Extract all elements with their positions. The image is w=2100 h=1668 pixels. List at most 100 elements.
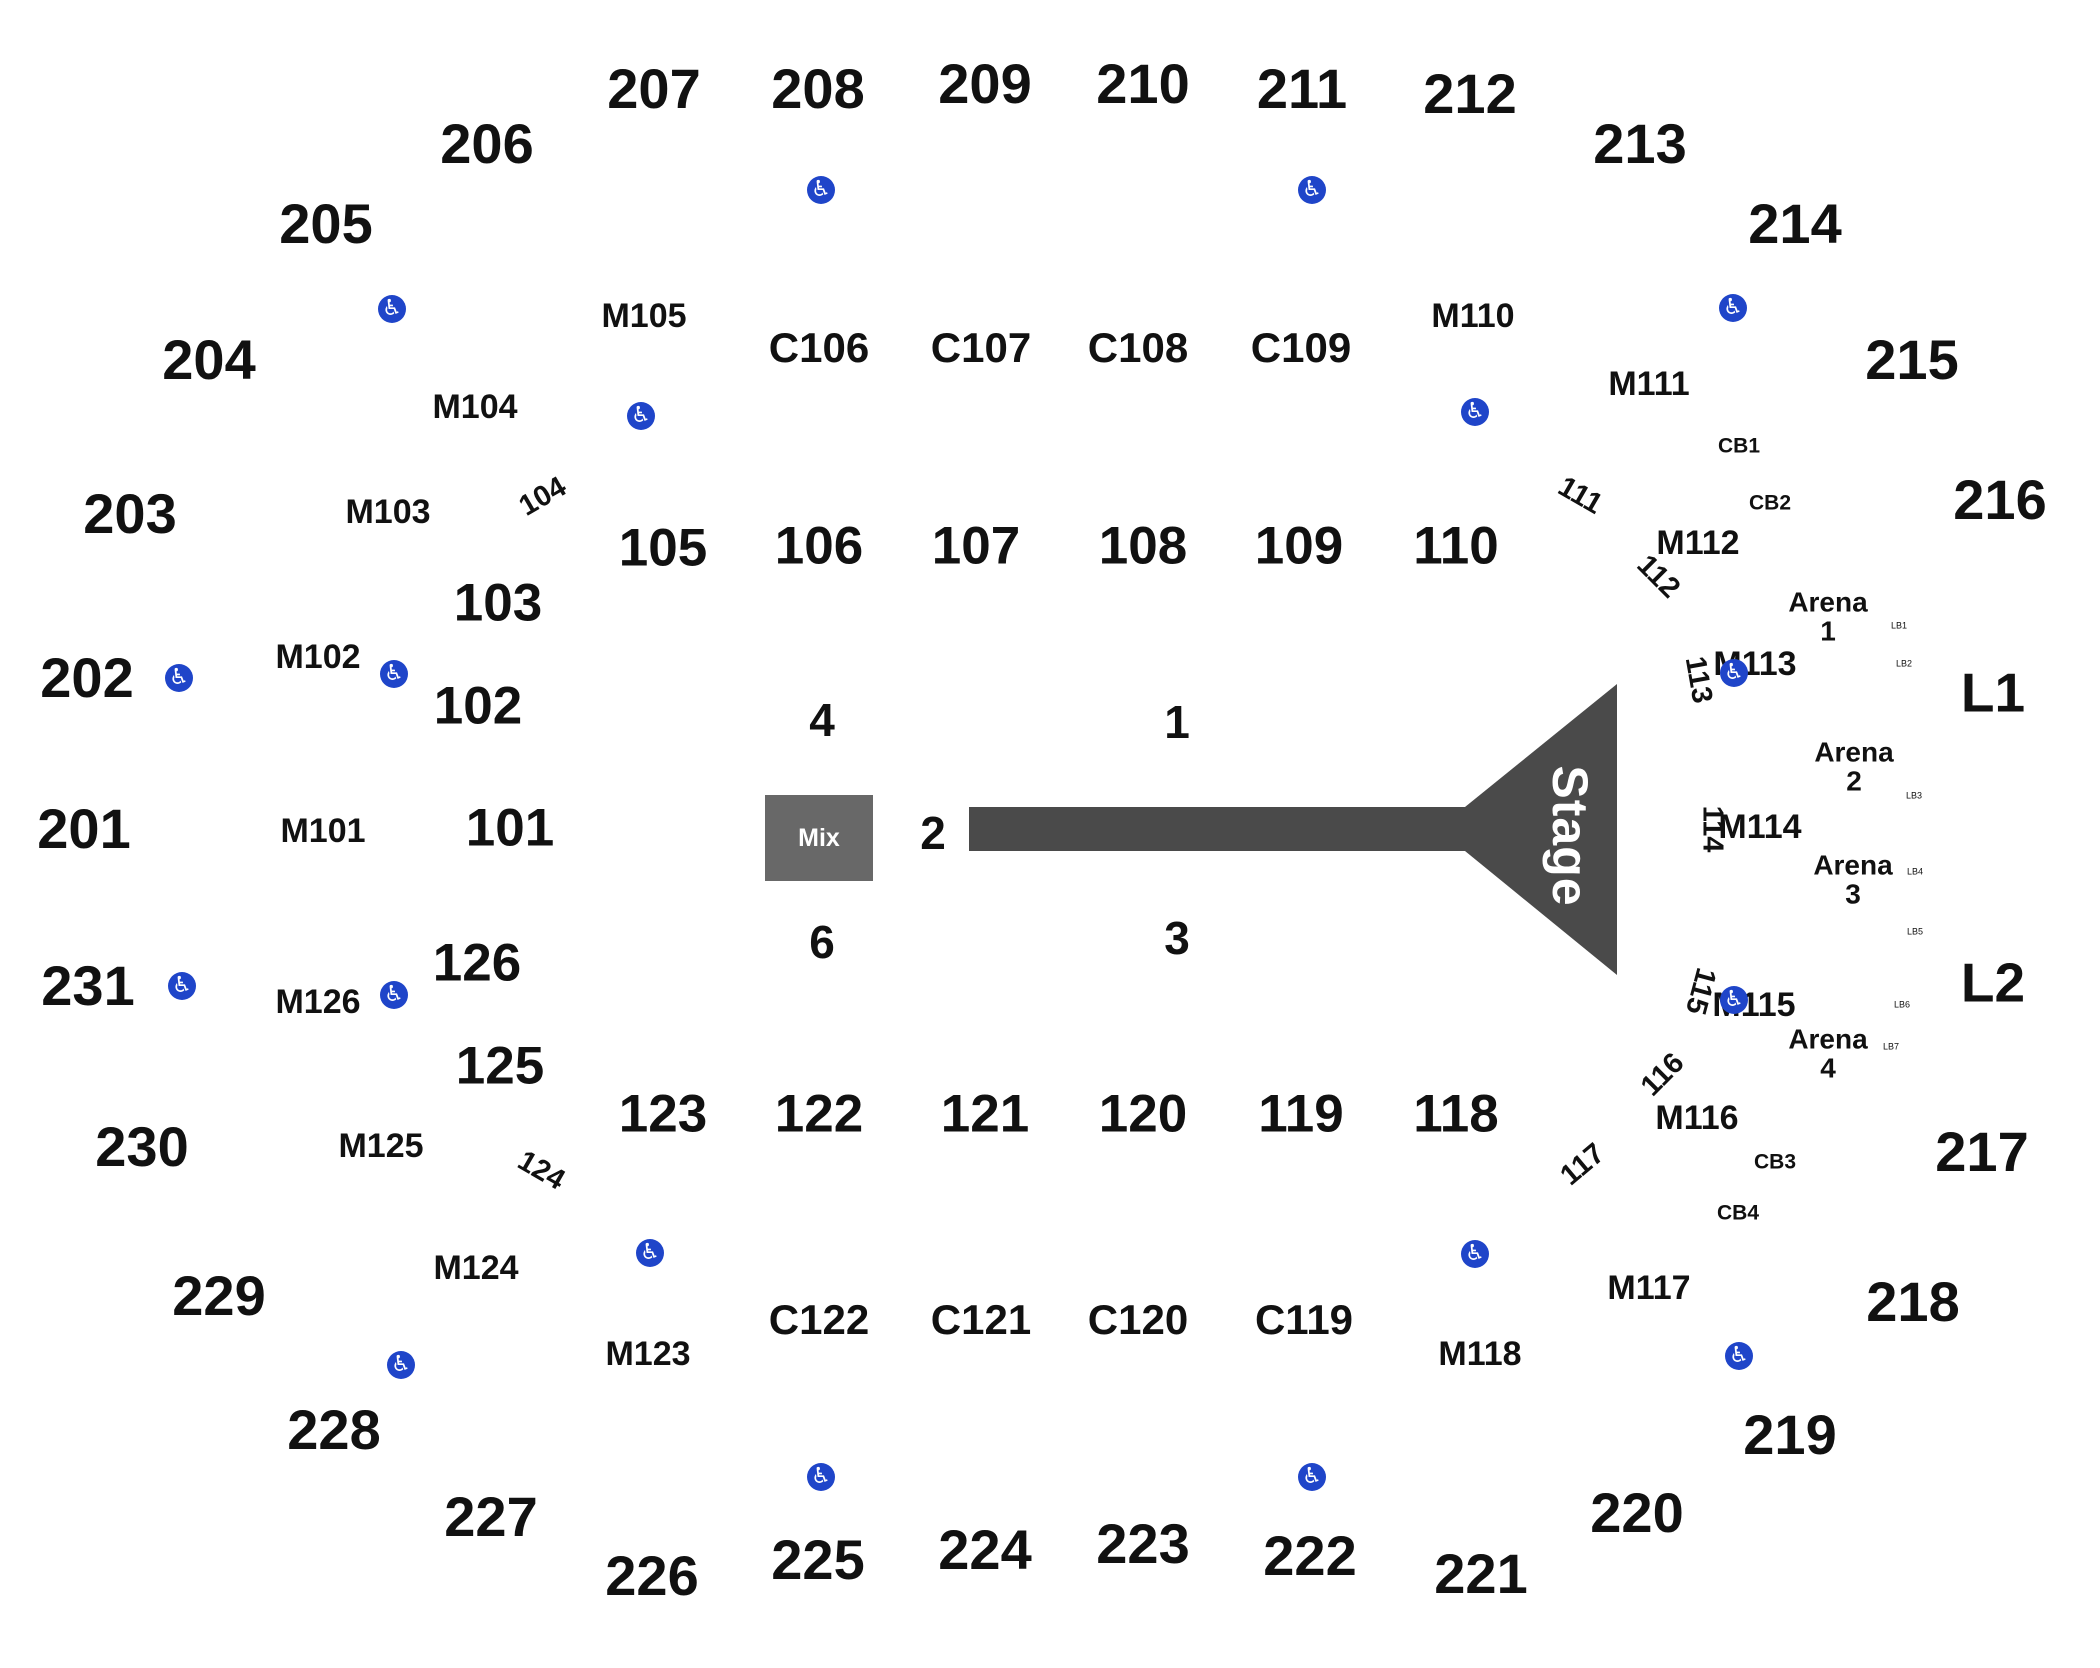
section-209[interactable]: 209 (938, 52, 1032, 115)
section-202[interactable]: 202 (40, 646, 134, 709)
section-arena-3[interactable]: Arena 3 (1813, 849, 1893, 910)
section-m126[interactable]: M126 (275, 983, 361, 1021)
section-cb4[interactable]: CB4 (1716, 1201, 1760, 1225)
section-224[interactable]: 224 (938, 1518, 1032, 1581)
section-cb3[interactable]: CB3 (1753, 1150, 1797, 1174)
section-208[interactable]: 208 (771, 57, 865, 120)
section-225[interactable]: 225 (771, 1528, 865, 1591)
section-103[interactable]: 103 (453, 573, 543, 633)
section-m105[interactable]: M105 (601, 297, 687, 335)
section-m102[interactable]: M102 (275, 638, 361, 676)
section-c120[interactable]: C120 (1087, 1296, 1189, 1343)
section-105[interactable]: 105 (618, 518, 708, 578)
section-211[interactable]: 211 (1256, 57, 1348, 120)
section-1[interactable]: 1 (1164, 696, 1190, 748)
section-c122[interactable]: C122 (768, 1296, 870, 1343)
section-120[interactable]: 120 (1098, 1084, 1188, 1144)
section-113[interactable]: 113 (1678, 654, 1719, 706)
section-102[interactable]: 102 (433, 676, 523, 736)
section-108[interactable]: 108 (1098, 516, 1188, 576)
section-m118[interactable]: M118 (1438, 1335, 1522, 1373)
section-122[interactable]: 122 (774, 1084, 864, 1144)
section-l1[interactable]: L1 (1960, 661, 2026, 724)
section-arena-2[interactable]: Arena 2 (1814, 736, 1894, 797)
section-m124[interactable]: M124 (433, 1249, 519, 1287)
section-109[interactable]: 109 (1254, 516, 1344, 576)
section-230[interactable]: 230 (95, 1115, 189, 1178)
section-222[interactable]: 222 (1263, 1524, 1357, 1587)
section-m114[interactable]: M114 (1718, 808, 1802, 846)
section-203[interactable]: 203 (83, 482, 177, 545)
section-231[interactable]: 231 (41, 954, 135, 1017)
section-c108[interactable]: C108 (1087, 324, 1189, 371)
section-2[interactable]: 2 (920, 807, 946, 859)
section-101[interactable]: 101 (465, 798, 555, 858)
section-214[interactable]: 214 (1748, 192, 1842, 255)
section-118[interactable]: 118 (1413, 1084, 1499, 1144)
section-lb2[interactable]: LB2 (1895, 658, 1913, 669)
section-123[interactable]: 123 (618, 1084, 708, 1144)
section-210[interactable]: 210 (1096, 52, 1190, 115)
section-cb1[interactable]: CB1 (1717, 434, 1761, 458)
section-107[interactable]: 107 (931, 516, 1021, 576)
section-c121[interactable]: C121 (930, 1296, 1032, 1343)
section-l2[interactable]: L2 (1960, 951, 2026, 1014)
section-121[interactable]: 121 (940, 1084, 1030, 1144)
section-218[interactable]: 218 (1866, 1270, 1960, 1333)
section-c107[interactable]: C107 (930, 324, 1032, 371)
section-m110[interactable]: M110 (1431, 297, 1515, 335)
stage[interactable] (1465, 684, 1617, 975)
section-227[interactable]: 227 (444, 1485, 538, 1548)
section-m116[interactable]: M116 (1655, 1099, 1739, 1137)
section-3[interactable]: 3 (1164, 912, 1190, 964)
section-114[interactable]: 114 (1696, 805, 1729, 853)
section-cb2[interactable]: CB2 (1748, 491, 1792, 515)
section-c119[interactable]: C119 (1254, 1296, 1354, 1343)
section-arena-1[interactable]: Arena 1 (1788, 586, 1868, 647)
section-201[interactable]: 201 (37, 797, 131, 860)
section-m104[interactable]: M104 (432, 388, 518, 426)
section-126[interactable]: 126 (432, 933, 522, 993)
section-206[interactable]: 206 (440, 112, 534, 175)
section-lb7[interactable]: LB7 (1882, 1041, 1900, 1052)
section-m101[interactable]: M101 (280, 812, 366, 850)
wheelchair-icon: ♿ (380, 981, 408, 1009)
section-c109[interactable]: C109 (1250, 324, 1352, 371)
section-228[interactable]: 228 (287, 1398, 381, 1461)
section-221[interactable]: 221 (1434, 1542, 1528, 1605)
section-lb1[interactable]: LB1 (1890, 620, 1908, 631)
wheelchair-icon: ♿ (1720, 659, 1748, 687)
section-m123[interactable]: M123 (605, 1335, 691, 1373)
section-106[interactable]: 106 (774, 516, 864, 576)
section-arena-4[interactable]: Arena 4 (1788, 1023, 1868, 1084)
section-205[interactable]: 205 (279, 192, 373, 255)
section-110[interactable]: 110 (1413, 516, 1499, 576)
section-m111[interactable]: M111 (1608, 365, 1690, 403)
section-lb3[interactable]: LB3 (1905, 790, 1923, 801)
section-119[interactable]: 119 (1258, 1084, 1344, 1144)
section-226[interactable]: 226 (605, 1544, 699, 1607)
section-c106[interactable]: C106 (768, 324, 870, 371)
section-219[interactable]: 219 (1743, 1403, 1837, 1466)
section-207[interactable]: 207 (607, 57, 701, 120)
section-223[interactable]: 223 (1096, 1512, 1190, 1575)
section-215[interactable]: 215 (1865, 328, 1959, 391)
section-217[interactable]: 217 (1935, 1120, 2029, 1183)
mix-booth[interactable]: Mix (765, 795, 873, 881)
section-4[interactable]: 4 (809, 694, 835, 746)
section-125[interactable]: 125 (455, 1036, 545, 1096)
section-220[interactable]: 220 (1590, 1481, 1684, 1544)
section-lb5[interactable]: LB5 (1906, 926, 1924, 937)
section-m112[interactable]: M112 (1656, 524, 1740, 562)
section-229[interactable]: 229 (172, 1264, 266, 1327)
section-lb6[interactable]: LB6 (1893, 999, 1911, 1010)
section-m117[interactable]: M117 (1607, 1269, 1691, 1307)
section-213[interactable]: 213 (1593, 112, 1687, 175)
section-6[interactable]: 6 (809, 916, 835, 968)
section-216[interactable]: 216 (1953, 468, 2047, 531)
section-lb4[interactable]: LB4 (1906, 866, 1924, 877)
section-212[interactable]: 212 (1423, 62, 1517, 125)
section-204[interactable]: 204 (162, 328, 256, 391)
section-m103[interactable]: M103 (345, 493, 431, 531)
section-m125[interactable]: M125 (338, 1127, 424, 1165)
